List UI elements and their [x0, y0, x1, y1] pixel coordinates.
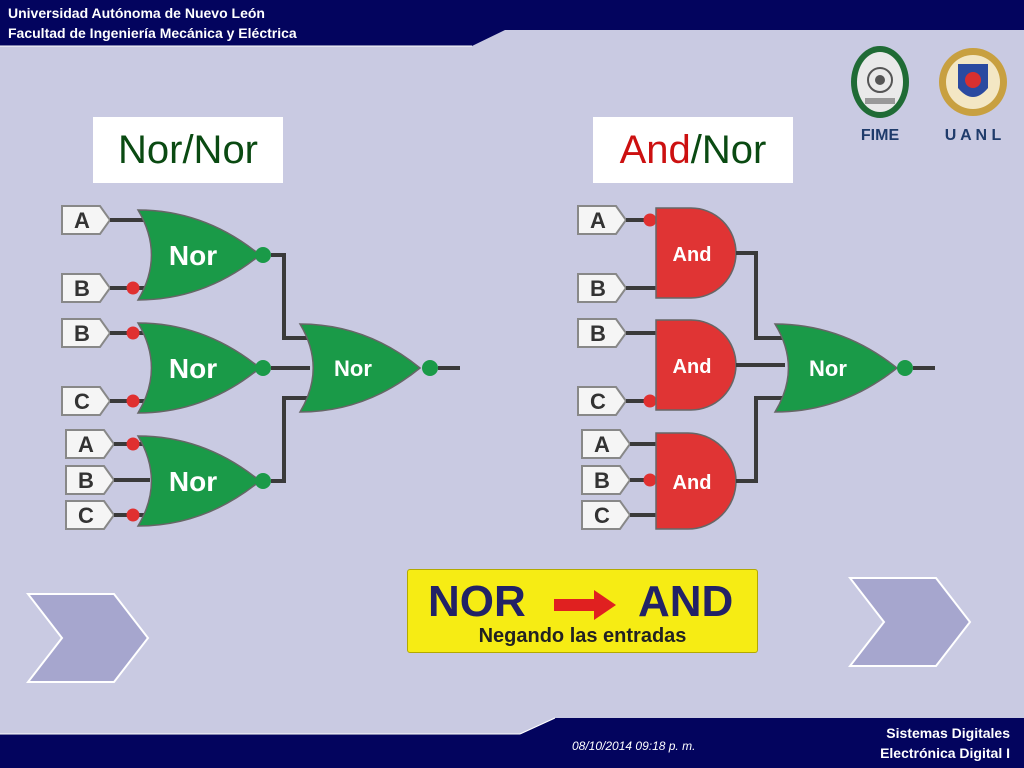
output-gate-label: Nor [334, 356, 372, 381]
input-label: A [590, 208, 606, 233]
or-gate-shape [136, 435, 262, 527]
fime-logo: FIME [851, 46, 909, 144]
input-label-box [577, 205, 628, 235]
input-label-box [61, 205, 112, 235]
input-label: C [590, 389, 606, 414]
nor-to-and-banner: NOR AND Negando las entradas [407, 569, 758, 653]
inversion-bubble [643, 394, 657, 408]
input-label: B [74, 276, 90, 301]
footer-bar [0, 717, 1024, 768]
gate-label: Nor [169, 353, 217, 384]
fime-text: FIME [861, 127, 900, 144]
wire [736, 396, 785, 483]
input-label: B [590, 276, 606, 301]
gate-label: And [673, 472, 712, 494]
input-label-box [581, 500, 632, 530]
gate-label: And [673, 244, 712, 266]
input-label-box [61, 273, 112, 303]
and-gate-shape [655, 432, 737, 530]
input-label-box [65, 465, 116, 495]
university-name: Universidad Autónoma de Nuevo León [8, 5, 265, 21]
inversion-bubble [126, 508, 140, 522]
banner-from: NOR [428, 577, 526, 626]
footer-date: 08/10/2014 09:18 p. m. [572, 739, 696, 753]
input-label-box [577, 273, 628, 303]
banner-to: AND [638, 577, 734, 626]
output-bubble [255, 247, 271, 263]
faculty-name: Facultad de Ingeniería Mecánica y Eléctr… [8, 25, 297, 41]
output-bubble [255, 360, 271, 376]
inversion-bubble [126, 281, 140, 295]
arrow-right-icon [554, 590, 616, 620]
inversion-bubble [126, 326, 140, 340]
input-label-box [577, 318, 628, 348]
input-label: C [74, 389, 90, 414]
gate-label: Nor [169, 240, 217, 271]
input-label-box [577, 386, 628, 416]
and-gate-shape [655, 207, 737, 299]
input-label: C [594, 503, 610, 528]
input-label-box [65, 429, 116, 459]
inversion-bubble [643, 473, 657, 487]
input-label-box [65, 500, 116, 530]
output-bubble [255, 473, 271, 489]
next-chevron-icon[interactable] [848, 576, 974, 668]
input-label-box [581, 429, 632, 459]
input-label: B [78, 468, 94, 493]
input-label: C [78, 503, 94, 528]
wire [736, 251, 785, 340]
title-nor-nor: Nor/Nor [93, 117, 283, 183]
header-bar [0, 0, 1024, 47]
course-subtitle: Electrónica Digital I [880, 745, 1010, 761]
input-label: A [78, 432, 94, 457]
and-gate-shape [655, 319, 737, 411]
inversion-bubble [643, 213, 657, 227]
input-label: B [74, 321, 90, 346]
or-gate-shape [136, 322, 262, 414]
gate-label: And [673, 356, 712, 378]
input-label-box [61, 318, 112, 348]
input-label: B [594, 468, 610, 493]
uanl-text: U A N L [945, 127, 1002, 144]
inversion-bubble [126, 437, 140, 451]
input-label: B [590, 321, 606, 346]
output-bubble [422, 360, 438, 376]
wire [271, 253, 310, 340]
or-gate-shape [773, 323, 899, 413]
inversion-bubble [126, 394, 140, 408]
or-gate-shape [136, 209, 262, 301]
uanl-logo: U A N L [939, 48, 1007, 144]
prev-chevron-icon[interactable] [26, 592, 152, 684]
input-label-box [581, 465, 632, 495]
title-nor-suffix: /Nor [690, 128, 767, 172]
input-label-box [61, 386, 112, 416]
course-name: Sistemas Digitales [886, 725, 1010, 741]
banner-subtitle: Negando las entradas [478, 625, 687, 647]
input-label: A [594, 432, 610, 457]
wire [271, 396, 310, 483]
input-label: A [74, 208, 90, 233]
or-gate-shape [298, 323, 422, 413]
title-and-red: And [619, 128, 691, 172]
output-bubble [897, 360, 913, 376]
output-gate-label: Nor [809, 356, 847, 381]
title-and-nor: And/Nor [593, 117, 793, 183]
gate-label: Nor [169, 466, 217, 497]
